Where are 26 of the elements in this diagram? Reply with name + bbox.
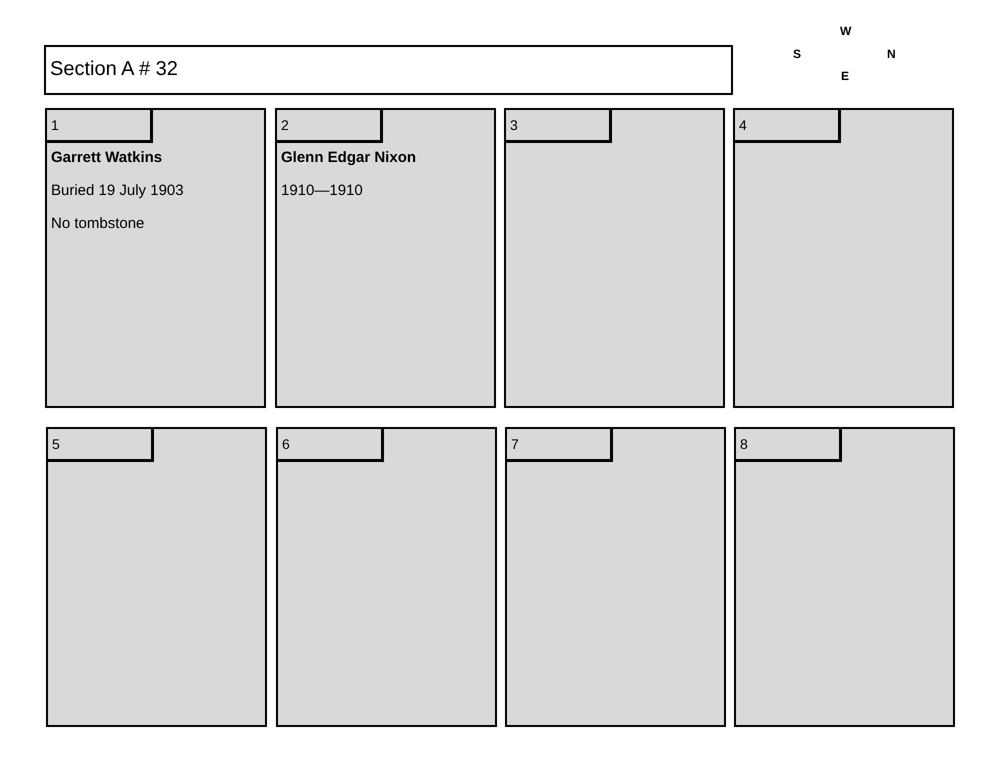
plot-heading: Glenn Edgar Nixon: [281, 149, 416, 167]
compass-label: W: [840, 24, 852, 38]
compass-label: N: [887, 47, 896, 61]
section-title-box: Section A # 32: [44, 45, 733, 95]
plot-number-tab: 2: [277, 110, 383, 143]
plot-box: [275, 108, 496, 408]
plot-number-tab: 6: [278, 429, 384, 462]
plot-box: [505, 427, 726, 727]
plot-number-tab: 4: [735, 110, 841, 143]
plot-box: [46, 427, 267, 727]
plot-text: No tombstone: [51, 215, 144, 233]
plot-number-tab: 7: [507, 429, 613, 462]
plot-number-tab: 1: [47, 110, 153, 143]
compass-label: E: [841, 69, 850, 83]
compass-label: S: [793, 47, 802, 61]
plot-box: [504, 108, 725, 408]
plot-box: [45, 108, 266, 408]
plot-number-tab: 5: [48, 429, 154, 462]
plot-box: [276, 427, 497, 727]
plot-text: 1910—1910: [281, 182, 363, 200]
plot-number-tab: 3: [506, 110, 612, 143]
plot-box: [733, 108, 954, 408]
plot-heading: Garrett Watkins: [51, 149, 162, 167]
plot-box: [734, 427, 955, 727]
plot-text: Buried 19 July 1903: [51, 182, 184, 200]
plot-number-tab: 8: [736, 429, 842, 462]
